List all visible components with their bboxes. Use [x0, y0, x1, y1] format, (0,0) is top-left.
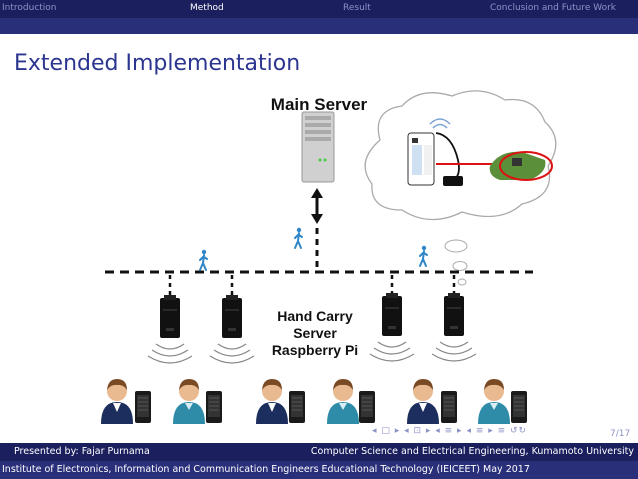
main-server-label: Main Server — [271, 95, 368, 114]
raspberry-pi-server-icon — [381, 292, 403, 337]
nav-introduction[interactable]: Introduction — [2, 3, 57, 13]
user-avatar-icon — [101, 379, 133, 424]
raspberry-pi-server-icon — [443, 292, 465, 337]
phone-icon — [288, 390, 306, 424]
hand-carry-server-label: Hand Carry Server Raspberry Pi — [272, 308, 358, 358]
user-avatar-icon — [327, 379, 359, 424]
footer-presenter: Presented by: Fajar Purnama — [14, 446, 150, 457]
footer-department: Computer Science and Electrical Engineer… — [310, 446, 634, 457]
phone-icon — [134, 390, 152, 424]
walking-user-icon — [294, 226, 303, 249]
walking-user-icon — [419, 244, 428, 267]
wireless-signal-icon — [369, 341, 415, 362]
top-navigation-bar: Introduction Method Result Conclusion an… — [0, 0, 638, 18]
page-number: 7/17 — [610, 429, 631, 439]
footer-event: Institute of Electronics, Information an… — [2, 464, 530, 475]
raspberry-pi-board-icon — [436, 151, 553, 181]
beamer-navigation-symbols[interactable]: ◂ □ ▸ ◂ ⊡ ▸ ◂ ≡ ▸ ◂ ≡ ▸ ≡ ↺↻ — [372, 426, 528, 436]
nav-result[interactable]: Result — [343, 3, 371, 13]
raspberry-pi-server-icon — [221, 294, 243, 339]
footer-bar-top: Presented by: Fajar Purnama Computer Sci… — [0, 443, 638, 461]
usb-plug — [443, 176, 463, 186]
user-avatar-icon — [407, 379, 439, 424]
nav-conclusion[interactable]: Conclusion and Future Work — [490, 3, 617, 13]
frame-title: Extended Implementation — [14, 51, 301, 76]
user-avatar-icon — [478, 379, 510, 424]
nav-method[interactable]: Method — [190, 3, 224, 13]
drop-lines — [168, 275, 456, 296]
wireless-signal-icon — [147, 343, 193, 364]
user-avatar-icon — [256, 379, 288, 424]
server-tower-icon — [301, 111, 335, 183]
footer-bar-bottom: Institute of Electronics, Information an… — [0, 461, 638, 479]
hand-carry-line-3: Raspberry Pi — [272, 342, 358, 358]
phone-icon — [440, 390, 458, 424]
wifi-icon — [429, 118, 451, 129]
hand-carry-line-2: Server — [293, 325, 337, 341]
thought-cloud — [364, 90, 557, 286]
walking-user-icon — [199, 248, 208, 271]
wireless-signal-icon — [209, 343, 255, 364]
hand-carry-line-1: Hand Carry — [277, 308, 353, 324]
user-avatar-icon — [173, 379, 205, 424]
smartphone-app-icon — [407, 132, 435, 186]
phone-icon — [205, 390, 223, 424]
phone-icon — [510, 390, 528, 424]
wireless-signal-icon — [431, 341, 477, 362]
phone-icon — [358, 390, 376, 424]
top-subbar — [0, 18, 638, 34]
server-link-arrow — [311, 188, 323, 272]
raspberry-pi-server-icon — [159, 294, 181, 339]
